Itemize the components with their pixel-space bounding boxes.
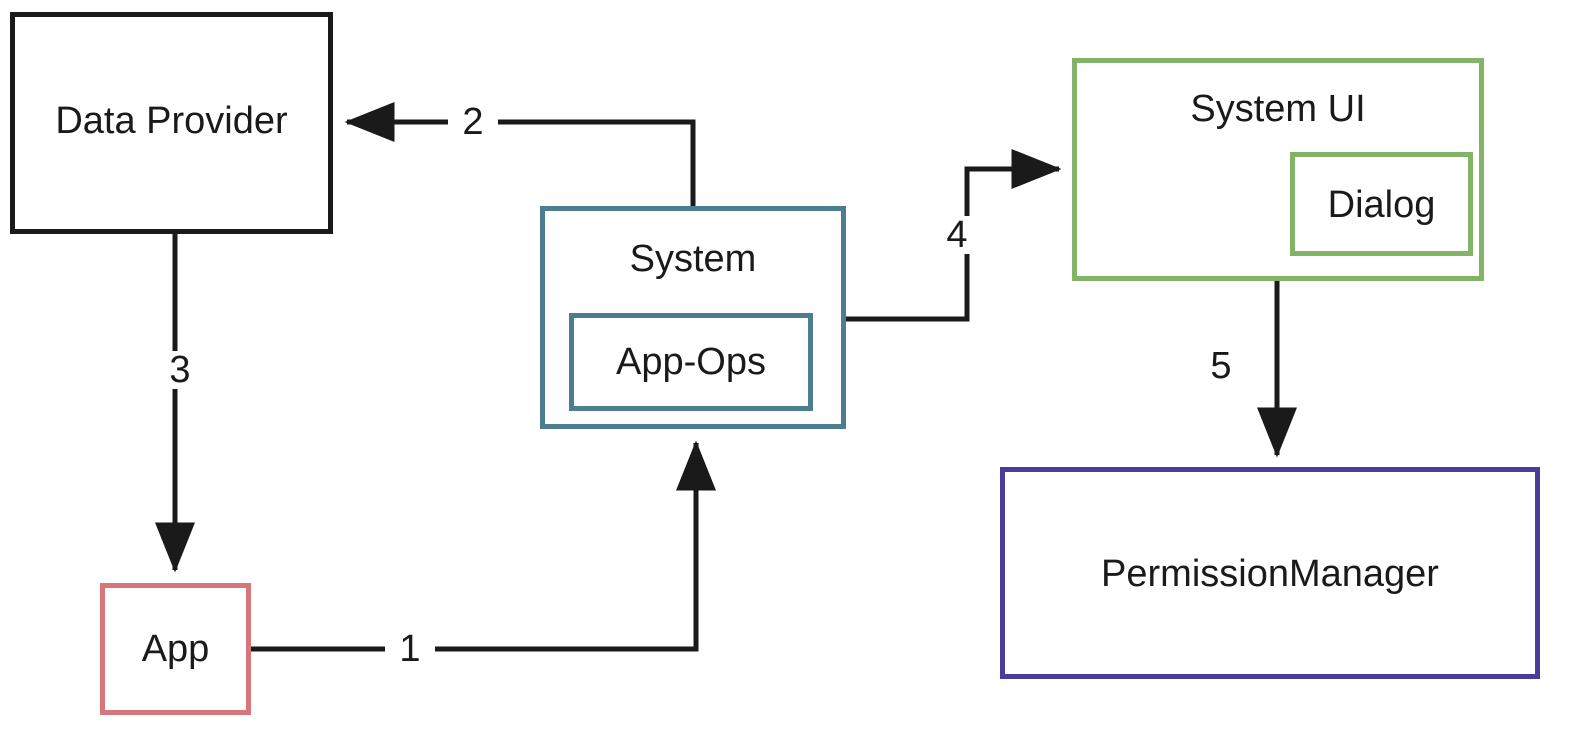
node-permission-manager-label: PermissionManager xyxy=(1101,553,1439,595)
edge-label-5: 5 xyxy=(1196,347,1246,385)
connector-2 xyxy=(344,102,696,206)
edge-label-3: 3 xyxy=(155,351,205,389)
node-data-provider-label: Data Provider xyxy=(55,100,288,142)
edge-label-2: 2 xyxy=(448,103,498,141)
node-app-ops[interactable] xyxy=(569,313,813,411)
node-data-provider[interactable] xyxy=(10,12,333,234)
node-dialog-label: Dialog xyxy=(1327,184,1436,226)
node-app-ops-label: App-Ops xyxy=(616,341,766,383)
node-permission-manager[interactable] xyxy=(1000,467,1540,679)
node-app[interactable] xyxy=(100,583,251,715)
node-system-ui-label: System UI xyxy=(1190,88,1366,130)
edge-label-1: 1 xyxy=(385,630,435,668)
node-dialog[interactable] xyxy=(1290,152,1473,256)
node-system-label: System xyxy=(629,238,757,280)
connector-1 xyxy=(251,440,716,652)
node-app-label: App xyxy=(141,628,210,670)
edge-label-4: 4 xyxy=(932,216,982,254)
